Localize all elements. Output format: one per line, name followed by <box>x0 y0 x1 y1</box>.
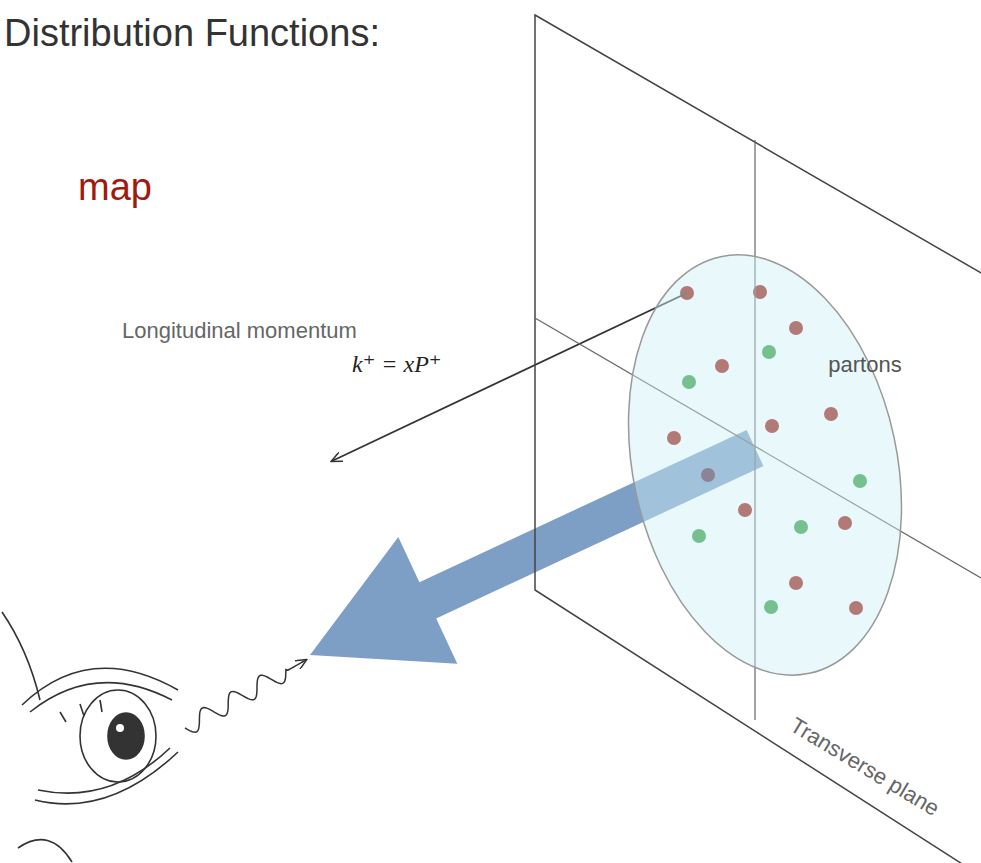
parton-ellipse: partons <box>625 240 905 690</box>
photon-wave <box>185 660 306 732</box>
slide-title: Distribution Functions: <box>4 12 380 55</box>
axis-label: Longitudinal momentum <box>122 318 357 344</box>
transverse-plane: Transverse plane partons <box>535 15 981 863</box>
parton-label: partons <box>828 352 901 378</box>
subtitle: map <box>78 166 152 209</box>
plane-label: Transverse plane <box>786 712 944 821</box>
formula: k⁺ = xP⁺ <box>352 350 442 378</box>
parton-ellipse-outline <box>625 240 905 690</box>
eye-sketch <box>2 612 178 862</box>
